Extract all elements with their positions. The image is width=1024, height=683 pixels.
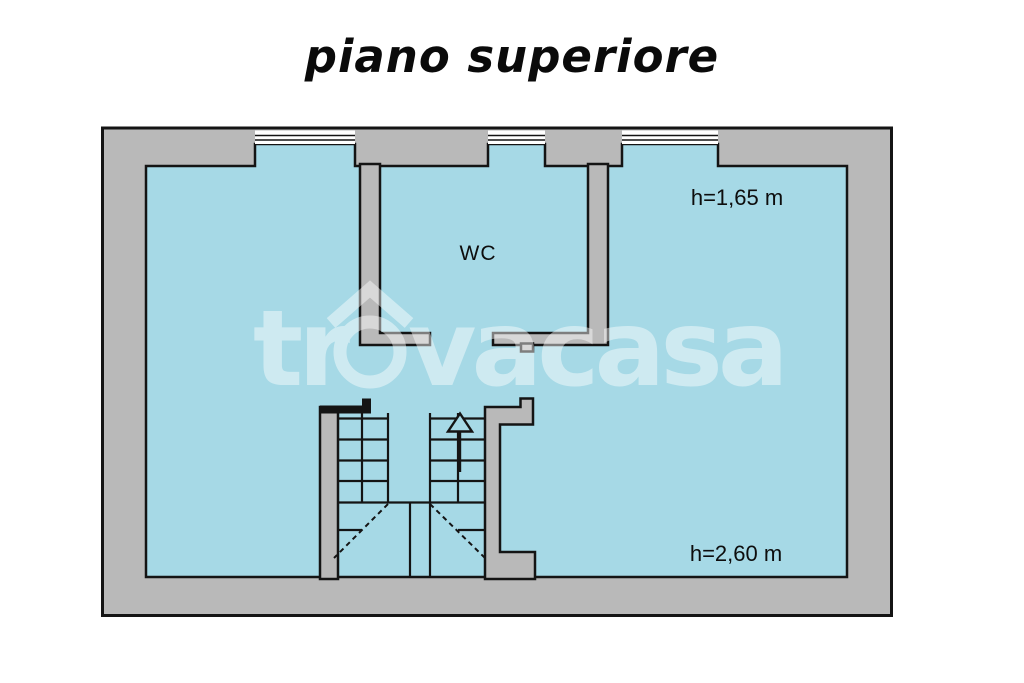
stair-winder-lines <box>333 503 486 559</box>
page-title: piano superiore <box>304 30 720 83</box>
height-label-upper: h=1,65 m <box>691 185 783 210</box>
stair-left-rail <box>320 405 371 414</box>
wc-door-stop <box>519 342 535 353</box>
wc-room: WC <box>358 162 610 353</box>
stair-direction-arrow-icon <box>445 411 475 472</box>
stair-right-wall <box>483 397 537 581</box>
trovacasa-watermark: tr vacasa <box>253 280 789 410</box>
watermark-text-left: tr <box>253 288 350 410</box>
window-icon <box>488 130 545 144</box>
height-label-lower: h=2,60 m <box>690 541 782 566</box>
wc-room-label: WC <box>460 242 497 265</box>
stair-treads <box>338 413 485 577</box>
window-glass <box>622 130 718 144</box>
stair-left-wall <box>318 405 340 581</box>
watermark-roof-icon <box>326 280 414 328</box>
window-glass <box>488 130 545 144</box>
stair-left-newel <box>362 398 371 414</box>
window-icon <box>255 130 355 144</box>
watermark-house-icon <box>333 315 407 389</box>
wc-right-wall <box>491 162 610 347</box>
wc-left-wall <box>358 162 432 347</box>
window-glass <box>255 130 355 144</box>
watermark-text-right: vacasa <box>408 288 784 410</box>
staircase <box>318 397 537 581</box>
window-icon <box>622 130 718 144</box>
